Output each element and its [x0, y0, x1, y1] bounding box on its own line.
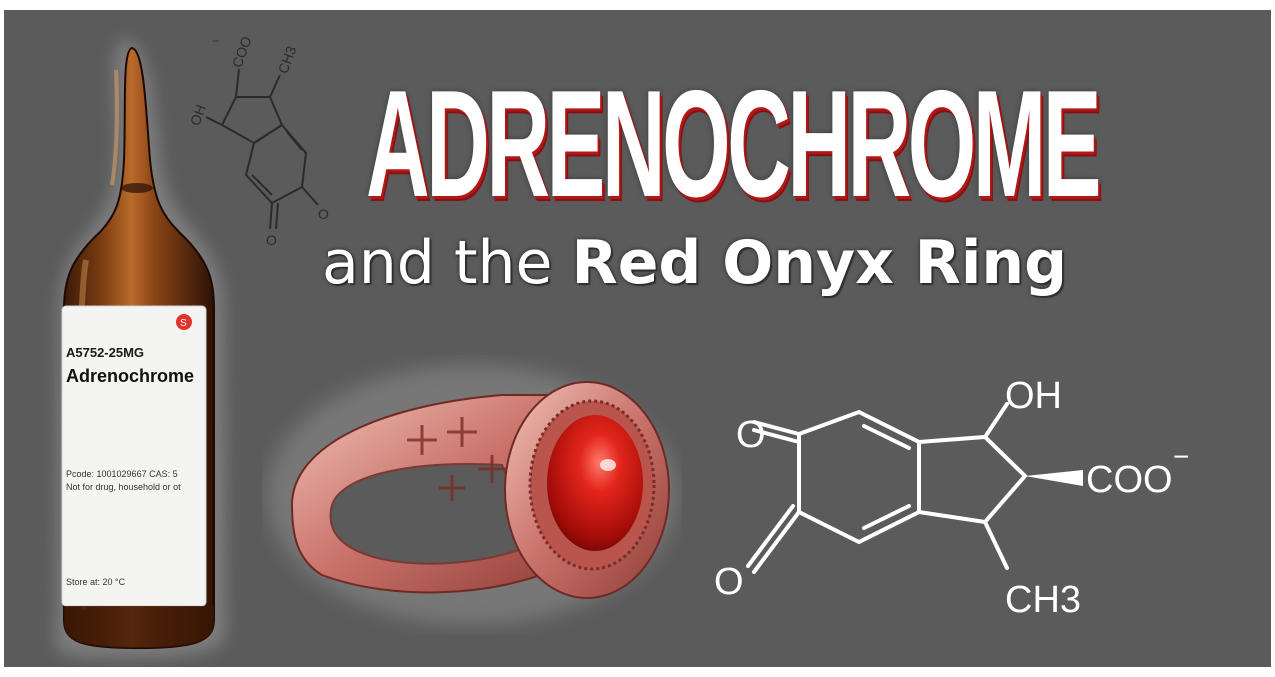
small-charge-label: − — [212, 34, 219, 48]
subtitle-prefix: and the — [322, 228, 572, 298]
vial-image: S A5752-25MG Adrenochrome Pcode: 1001029… — [55, 40, 227, 658]
brand-logo — [176, 314, 192, 330]
large-o-top-label: O — [736, 414, 766, 456]
large-coo-label: COO — [1086, 459, 1173, 501]
banner-title: ADRENOCHROME — [366, 59, 1102, 229]
large-o-bottom-label: O — [714, 561, 744, 603]
vial-product-name: Adrenochrome — [66, 366, 194, 386]
vial-use-line: Not for drug, household or ot — [66, 482, 181, 492]
large-charge-label: − — [1173, 441, 1189, 472]
small-o-right-label: O — [318, 206, 329, 222]
small-ch3-label: CH3 — [275, 44, 300, 76]
large-oh-label: OH — [1005, 375, 1062, 417]
banner: ADRENOCHROME and the Red Onyx Ring — [4, 10, 1271, 667]
large-ch3-label: CH3 — [1005, 579, 1081, 621]
small-o-bottom-label: O — [266, 232, 277, 248]
large-molecule-diagram: O O OH COO − CH3 — [714, 375, 1189, 621]
vial-cas-line: Pcode: 1001029667 CAS: 5 — [66, 469, 178, 479]
small-oh-label: OH — [187, 102, 209, 127]
small-coo-label: COO — [229, 34, 255, 70]
onyx-stone — [547, 415, 643, 551]
red-onyx-ring-image — [267, 365, 677, 625]
vial-product-code: A5752-25MG — [66, 345, 144, 360]
brand-mark: S — [180, 318, 187, 329]
subtitle-bold: Red Onyx Ring — [571, 228, 1068, 298]
vial-store-line: Store at: 20 °C — [66, 577, 126, 587]
small-molecule-diagram: OH COO − CH3 O O — [187, 34, 329, 248]
banner-subtitle: and the Red Onyx Ring — [322, 225, 1067, 301]
